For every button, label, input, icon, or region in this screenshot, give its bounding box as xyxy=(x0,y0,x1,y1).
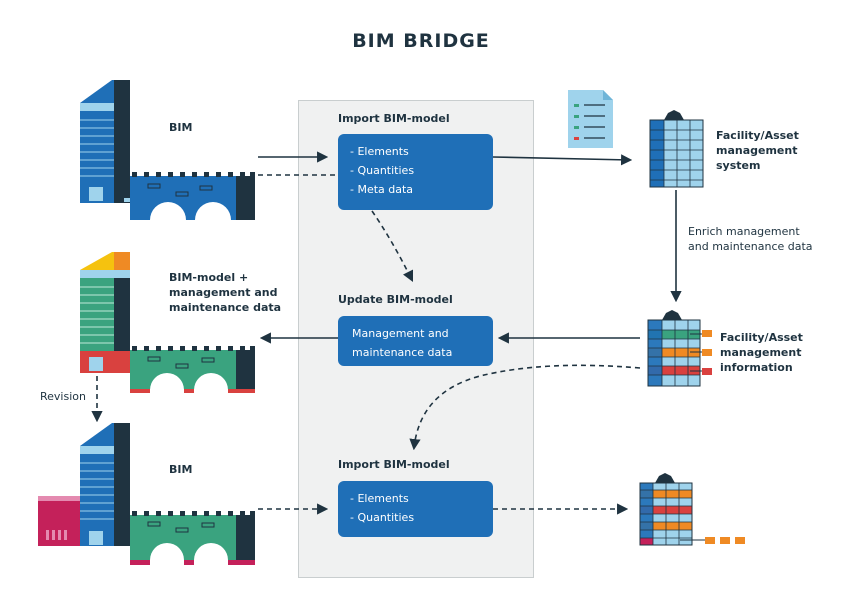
label-line: management xyxy=(716,144,798,157)
section1-box: - Elements - Quantities - Meta data xyxy=(338,134,493,210)
section2-title: Update BIM-model xyxy=(338,293,453,306)
section1-item: - Quantities xyxy=(350,164,415,177)
facility-info-label: Facility/Asset management information xyxy=(720,330,803,375)
section3-title: Import BIM-model xyxy=(338,458,450,471)
facility-system-building-icon xyxy=(649,110,704,188)
bim-model-building-icon xyxy=(80,252,130,373)
arrow-info-to-import2 xyxy=(409,364,641,451)
label-line: system xyxy=(716,159,761,172)
label-line: information xyxy=(720,361,793,374)
label-line: Facility/Asset xyxy=(716,129,799,142)
bim-model-plus-label: BIM-model + management and maintenance d… xyxy=(169,270,281,315)
section2-item: maintenance data xyxy=(352,346,453,359)
section3-item: - Elements xyxy=(350,492,409,505)
enrich-label: Enrich management and maintenance data xyxy=(688,224,813,254)
section1-item: - Meta data xyxy=(350,183,414,196)
label-line: maintenance data xyxy=(169,301,282,314)
section2-item: Management and xyxy=(352,327,449,340)
section3-box: - Elements - Quantities xyxy=(338,481,493,537)
label-line: management and xyxy=(169,286,278,299)
label-line: management xyxy=(720,346,802,359)
bim-revised-building-icon xyxy=(38,423,130,546)
diagram-title: BIM BRIDGE xyxy=(352,30,490,52)
bim-model-bridge-icon xyxy=(130,346,255,393)
label-line: BIM-model + xyxy=(169,271,249,284)
section2-box: Management and maintenance data xyxy=(338,316,493,366)
arrow-import-to-update xyxy=(371,210,414,283)
bim-label-1: BIM xyxy=(169,121,193,134)
final-facility-building-icon xyxy=(639,473,745,546)
section1-title: Import BIM-model xyxy=(338,112,450,125)
bim-label-3: BIM xyxy=(169,463,193,476)
bim-revised-bridge-icon xyxy=(130,511,255,565)
bim-building-icon xyxy=(80,80,130,203)
section1-item: - Elements xyxy=(350,145,409,158)
bim-bridge-icon xyxy=(130,172,255,220)
label-line: Facility/Asset xyxy=(720,331,803,344)
document-checklist-icon xyxy=(568,90,613,148)
section3-item: - Quantities xyxy=(350,511,415,524)
label-line: and maintenance data xyxy=(688,240,813,253)
flow-arrows xyxy=(91,151,682,515)
label-line: Enrich management xyxy=(688,225,800,238)
revision-label: Revision xyxy=(40,390,86,403)
facility-information-building-icon xyxy=(647,310,712,387)
facility-system-label: Facility/Asset management system xyxy=(716,128,799,173)
arrow-import-to-system xyxy=(492,154,633,166)
